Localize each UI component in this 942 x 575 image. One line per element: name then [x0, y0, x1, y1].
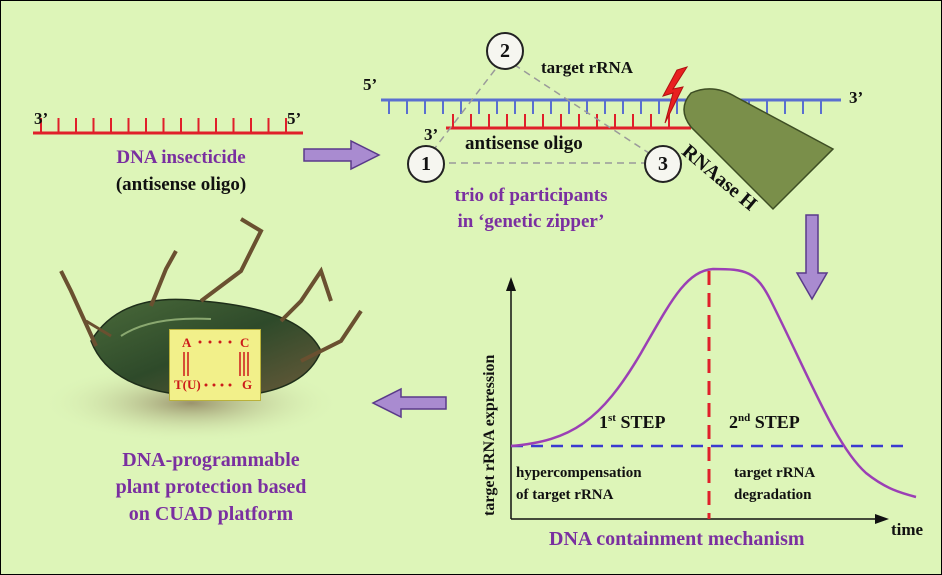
antisense-oligo-strand-zipper: [446, 114, 691, 130]
antisense-oligo-label: antisense oligo: [465, 133, 583, 154]
phase-1-line2: of target rRNA: [516, 487, 614, 503]
oligo-3-prime: 3’: [424, 125, 439, 144]
participant-3-marker: 3: [644, 145, 682, 183]
left-strand-5-prime: 5’: [287, 109, 302, 128]
base-pair-bonds: [183, 340, 249, 387]
chart-x-axis-label: time: [891, 520, 924, 539]
base-c: C: [240, 335, 250, 350]
phase-2-line2: degradation: [734, 487, 812, 503]
rnaase-h-enzyme: [683, 88, 835, 211]
target-3-prime: 3’: [849, 88, 864, 107]
base-g: G: [242, 377, 253, 392]
dna-insecticide-title: DNA insecticide: [116, 147, 246, 168]
phase-2-line1: target rRNA: [734, 465, 816, 481]
step-2-label: 2nd STEP: [729, 412, 800, 432]
target-5-prime: 5’: [363, 75, 378, 94]
plant-protection-line1: DNA-programmable: [122, 449, 300, 471]
arrow-down: [795, 214, 829, 301]
chart-layer: [510, 267, 917, 519]
chart-axes: [506, 277, 889, 524]
plant-protection-line2: plant protection based: [115, 476, 307, 498]
zipper-caption-line1: trio of participants: [454, 185, 608, 206]
cleavage-bolt-icon: [661, 66, 689, 124]
arrow-left: [371, 387, 447, 419]
target-rrna-label: target rRNA: [541, 58, 634, 77]
participant-1-marker: 1: [407, 145, 445, 183]
expression-curve: [510, 267, 917, 499]
base-t-u: T(U): [174, 377, 201, 392]
arrow-right-1: [303, 139, 381, 171]
antisense-oligo-strand-left: [33, 118, 303, 135]
participant-triangle: [424, 57, 662, 164]
zipper-caption-line2: in ‘genetic zipper’: [457, 211, 605, 232]
chart-title: DNA containment mechanism: [549, 528, 805, 550]
participant-2-marker: 2: [486, 32, 524, 70]
plant-protection-line3: on CUAD platform: [128, 503, 294, 525]
base-pair-box: A C T(U) G: [169, 329, 261, 401]
phase-1-line1: hypercompensation: [516, 465, 642, 481]
dna-insecticide-subtitle: (antisense oligo): [115, 174, 247, 195]
base-a: A: [182, 335, 192, 350]
step-1-label: 1st STEP: [599, 412, 666, 432]
chart-y-axis-label: target rRNA expression: [481, 354, 498, 516]
left-strand-3-prime: 3’: [34, 109, 49, 128]
target-rrna-strand: [381, 98, 841, 114]
